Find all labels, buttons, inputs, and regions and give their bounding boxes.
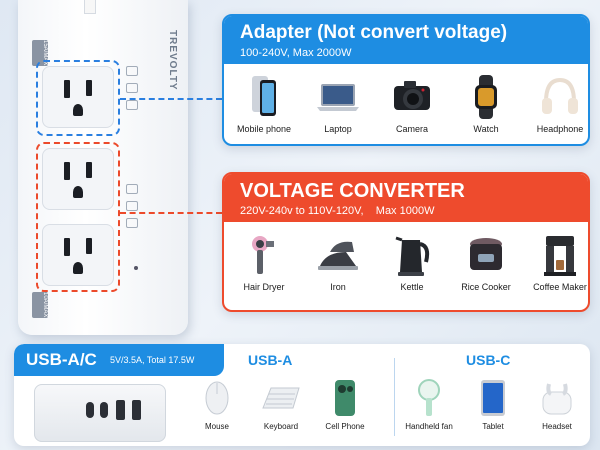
usb-c-heading: USB-C [466,352,511,368]
keyboard-icon [262,387,300,409]
power-strip: TREVOLTY 15A/MAX 10A/MAX [18,0,188,335]
device-laptop: Laptop [301,74,375,134]
bottom-rating-label: 10A/MAX [32,292,48,318]
coffee-maker-icon [544,236,576,276]
indicator-led [134,266,138,270]
usb-c-port [86,402,94,418]
usb-device-cell-phone: Cell Phone [310,378,380,431]
usb-device-tablet: Tablet [458,378,528,431]
adapter-title: Adapter (Not convert voltage) [240,22,508,43]
device-watch: Watch [449,74,523,134]
usb-device-handheld-fan: Handheld fan [394,378,464,431]
rice-cooker-icon [470,238,502,270]
tablet-icon [481,380,505,416]
converter-zone-outline [36,142,120,292]
smartphone-icon [252,76,276,116]
iron-icon [318,241,358,270]
outlet-adapter [42,66,114,128]
adapter-leader-line [120,98,222,100]
adapter-header: Adapter (Not convert voltage) 100-240V, … [224,16,588,64]
camera-icon [394,81,430,110]
handheld-fan-icon [418,379,440,416]
usb-device-keyboard: Keyboard [246,378,316,431]
usb-subtitle: 5V/3.5A, Total 17.5W [110,355,195,365]
outlet-converter-1 [42,148,114,210]
usb-device-headset: Headset [522,378,590,431]
top-rating-label: 15A/MAX [32,40,48,66]
earbuds-icon [542,383,572,415]
usb-a-port [116,400,125,420]
converter-header: VOLTAGE CONVERTER 220V-240v to 110V-120V… [224,174,588,222]
outlet-indicator-icons-bottom [126,184,142,235]
outlet-converter-2 [42,224,114,286]
usb-header: USB-A/C 5V/3.5A, Total 17.5W [14,344,224,376]
device-rice-cooker: Rice Cooker [449,232,523,292]
adapter-panel: Adapter (Not convert voltage) 100-240V, … [222,14,590,146]
usb-title: USB-A/C [26,350,97,369]
converter-panel: VOLTAGE CONVERTER 220V-240v to 110V-120V… [222,172,590,312]
cell-phone-icon [335,380,355,416]
device-kettle: Kettle [375,232,449,292]
converter-leader-line [120,212,222,214]
device-headphone: Headphone [523,74,588,134]
converter-subtitle: 220V-240v to 110V-120V, Max 1000W [240,205,435,217]
usb-device-mouse: Mouse [182,378,252,431]
device-hair-dryer: Hair Dryer [227,232,301,292]
headphone-icon [542,77,578,114]
device-mobile-phone: Mobile phone [227,74,301,134]
kettle-icon [395,236,430,276]
power-cord [84,0,96,14]
device-coffee-maker: Coffee Maker [523,232,588,292]
device-iron: Iron [301,232,375,292]
usb-panel: USB-A/C 5V/3.5A, Total 17.5W USB-A USB-C… [14,344,590,446]
hair-dryer-icon [252,236,274,274]
smartwatch-icon [475,75,497,119]
adapter-subtitle: 100-240V, Max 2000W [240,47,352,59]
converter-title: VOLTAGE CONVERTER [240,180,465,202]
usb-c-port [100,402,108,418]
brand-logo: TREVOLTY [167,30,178,91]
laptop-icon [317,84,359,111]
usb-a-port [132,400,141,420]
usb-charger-module [34,384,166,442]
usb-divider [394,358,395,436]
mouse-icon [205,381,229,415]
outlet-indicator-icons-top [126,66,142,117]
device-camera: Camera [375,74,449,134]
usb-a-heading: USB-A [248,352,293,368]
adapter-zone-outline [36,60,120,136]
